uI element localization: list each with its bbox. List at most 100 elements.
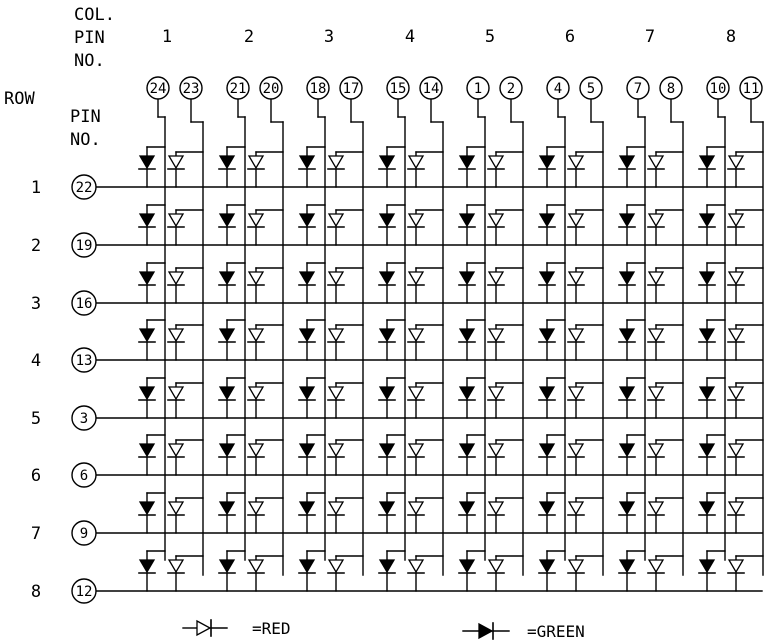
row-3-pin: 16 (71, 290, 97, 316)
red-led-icon (247, 559, 265, 574)
row-pin-header-label: PIN NO. (70, 107, 101, 150)
red-led-icon (487, 559, 505, 574)
led-cell-c5-r3 (458, 262, 524, 304)
red-led-icon (167, 386, 185, 401)
led-cell-c8-r6 (698, 434, 764, 476)
green-led-icon (458, 213, 476, 228)
led-cell-c3-r2 (298, 204, 364, 246)
green-led-icon (298, 386, 316, 401)
green-led-icon (698, 386, 716, 401)
led-cell-c7-r8 (618, 550, 684, 592)
green-led-icon (618, 271, 636, 286)
column-number-4: 4 (405, 27, 415, 47)
red-led-icon (327, 386, 345, 401)
led-cell-c4-r1 (378, 146, 444, 188)
led-cell-c2-r5 (218, 377, 284, 419)
svg-text:24: 24 (150, 81, 167, 97)
column-number-3: 3 (324, 27, 334, 47)
row-number-1: 1 (31, 178, 41, 198)
row-number-6: 6 (31, 466, 41, 486)
red-led-icon (327, 328, 345, 343)
column-8-green-pin: 10 (706, 76, 730, 100)
red-led-icon (407, 271, 425, 286)
svg-text:6: 6 (80, 468, 88, 484)
green-led-icon (378, 155, 396, 170)
svg-text:3: 3 (80, 411, 88, 427)
green-led-icon (218, 213, 236, 228)
red-led-icon (567, 443, 585, 458)
column-5-red-pin: 2 (499, 76, 523, 100)
led-cell-c3-r7 (298, 492, 364, 534)
green-led-icon (378, 271, 396, 286)
led-cell-c5-r2 (458, 204, 524, 246)
green-led-icon (618, 328, 636, 343)
column-7-red-pin: 8 (659, 76, 683, 100)
red-led-icon (647, 443, 665, 458)
led-cell-c6-r7 (538, 492, 604, 534)
led-cell-c1-r8 (138, 550, 204, 592)
red-led-icon (567, 213, 585, 228)
green-led-icon (378, 213, 396, 228)
svg-text:18: 18 (310, 81, 327, 97)
green-led-icon (538, 501, 556, 516)
green-led-icon (538, 271, 556, 286)
led-cell-c7-r4 (618, 319, 684, 361)
green-led-icon (458, 443, 476, 458)
led-cell-c4-r3 (378, 262, 444, 304)
led-cell-c7-r6 (618, 434, 684, 476)
led-cell-c6-r1 (538, 146, 604, 188)
column-7-green-pin: 7 (626, 76, 650, 100)
red-led-icon (407, 443, 425, 458)
red-led-icon (727, 213, 745, 228)
red-led-icon (647, 271, 665, 286)
row-numbers: 1 2 3 4 5 6 7 8 (31, 178, 41, 602)
led-cell-c6-r4 (538, 319, 604, 361)
column-5-green-pin: 1 (466, 76, 490, 100)
green-led-icon (138, 443, 156, 458)
green-led-icon (218, 271, 236, 286)
column-4-green-pin: 15 (386, 76, 410, 100)
row-number-2: 2 (31, 236, 41, 256)
red-led-icon (647, 155, 665, 170)
led-cell-c5-r7 (458, 492, 524, 534)
row-number-4: 4 (31, 351, 41, 371)
led-cell-c6-r6 (538, 434, 604, 476)
green-led-icon (298, 559, 316, 574)
led-cell-c6-r2 (538, 204, 604, 246)
green-led-icon (298, 271, 316, 286)
led-cell-c2-r1 (218, 146, 284, 188)
green-led-icon (458, 328, 476, 343)
row-5-pin: 3 (71, 405, 97, 431)
led-cell-c4-r8 (378, 550, 444, 592)
green-led-icon (538, 559, 556, 574)
led-cell-c5-r6 (458, 434, 524, 476)
red-led-icon (487, 155, 505, 170)
led-cell-c6-r8 (538, 550, 604, 592)
red-led-icon (647, 328, 665, 343)
green-led-icon (538, 328, 556, 343)
row-7-pin: 9 (71, 520, 97, 546)
red-led-icon (407, 386, 425, 401)
svg-text:7: 7 (634, 81, 642, 97)
green-led-icon (298, 443, 316, 458)
led-cell-c4-r2 (378, 204, 444, 246)
led-cell-c8-r7 (698, 492, 764, 534)
led-cell-c8-r5 (698, 377, 764, 419)
red-led-icon (167, 501, 185, 516)
column-number-6: 6 (565, 27, 575, 47)
svg-text:21: 21 (230, 81, 247, 97)
legend: =RED =GREEN (182, 619, 585, 641)
green-led-icon (618, 213, 636, 228)
row-pin-header-line-2: NO. (70, 130, 101, 150)
led-cell-c2-r7 (218, 492, 284, 534)
legend-green-label: =GREEN (527, 622, 585, 641)
red-led-icon (407, 213, 425, 228)
row-number-3: 3 (31, 294, 41, 314)
led-cell-c7-r5 (618, 377, 684, 419)
column-3-red-pin: 17 (339, 76, 363, 100)
row-number-7: 7 (31, 524, 41, 544)
red-led-icon (327, 213, 345, 228)
green-led-icon (458, 501, 476, 516)
green-led-icon (698, 443, 716, 458)
